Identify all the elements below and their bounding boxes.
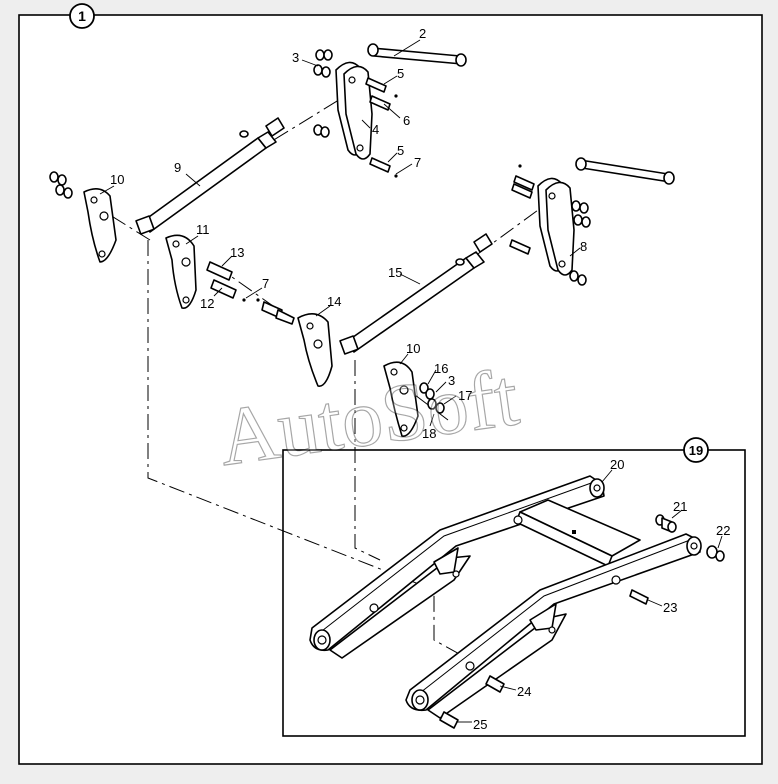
tube-shaft-right (339, 233, 493, 355)
main-callout-label: 1 (78, 8, 86, 24)
part-label-2: 2 (419, 26, 426, 41)
part-label-12: 12 (200, 296, 214, 311)
watermark: AutoSoft (213, 351, 524, 483)
part-label-24: 24 (517, 684, 531, 699)
part-label-13: 13 (230, 245, 244, 260)
bracket-plate-upper-left (335, 61, 373, 160)
part-label-5a: 5 (397, 66, 404, 81)
bracket-plate-right (509, 164, 591, 286)
part-label-20: 20 (610, 457, 624, 472)
pins-center (206, 261, 246, 302)
part-label-5b: 5 (397, 143, 404, 158)
part-label-3b: 3 (448, 373, 455, 388)
pivot-plate-lower (256, 298, 333, 387)
loader-arm-assembly (309, 475, 702, 719)
part-label-11: 11 (196, 222, 210, 237)
part-label-21: 21 (673, 499, 687, 514)
part-label-10a: 10 (110, 172, 124, 187)
part-label-3a: 3 (292, 50, 299, 65)
pivot-plate-left (49, 171, 117, 263)
link-bar-upper-left (367, 43, 467, 67)
part-label-22: 22 (716, 523, 730, 538)
part-label-7b: 7 (262, 276, 269, 291)
part-label-6: 6 (403, 113, 410, 128)
part-label-7a: 7 (414, 155, 421, 170)
part-label-17: 17 (458, 388, 472, 403)
inset-callout: 19 (683, 437, 709, 463)
bushings-inset (439, 514, 725, 729)
part-labels: 2 3 5 6 4 5 7 9 10 11 13 7 12 14 15 8 10… (110, 26, 730, 732)
part-label-8: 8 (580, 239, 587, 254)
fasteners-upper-left (313, 49, 398, 178)
part-label-25: 25 (473, 717, 487, 732)
part-label-16: 16 (434, 361, 448, 376)
pivot-plate-center (165, 234, 197, 309)
part-label-10b: 10 (406, 341, 420, 356)
inset-frame (282, 449, 746, 737)
main-callout: 1 (69, 3, 95, 29)
part-label-9: 9 (174, 160, 181, 175)
part-label-18: 18 (422, 426, 436, 441)
tube-shaft-left (135, 117, 285, 235)
link-bar-upper-right (575, 157, 675, 185)
part-label-15: 15 (388, 265, 402, 280)
leader-lines (99, 39, 723, 723)
part-label-23: 23 (663, 600, 677, 615)
part-label-4: 4 (372, 122, 379, 137)
inset-callout-label: 19 (689, 443, 703, 458)
part-label-14: 14 (327, 294, 341, 309)
